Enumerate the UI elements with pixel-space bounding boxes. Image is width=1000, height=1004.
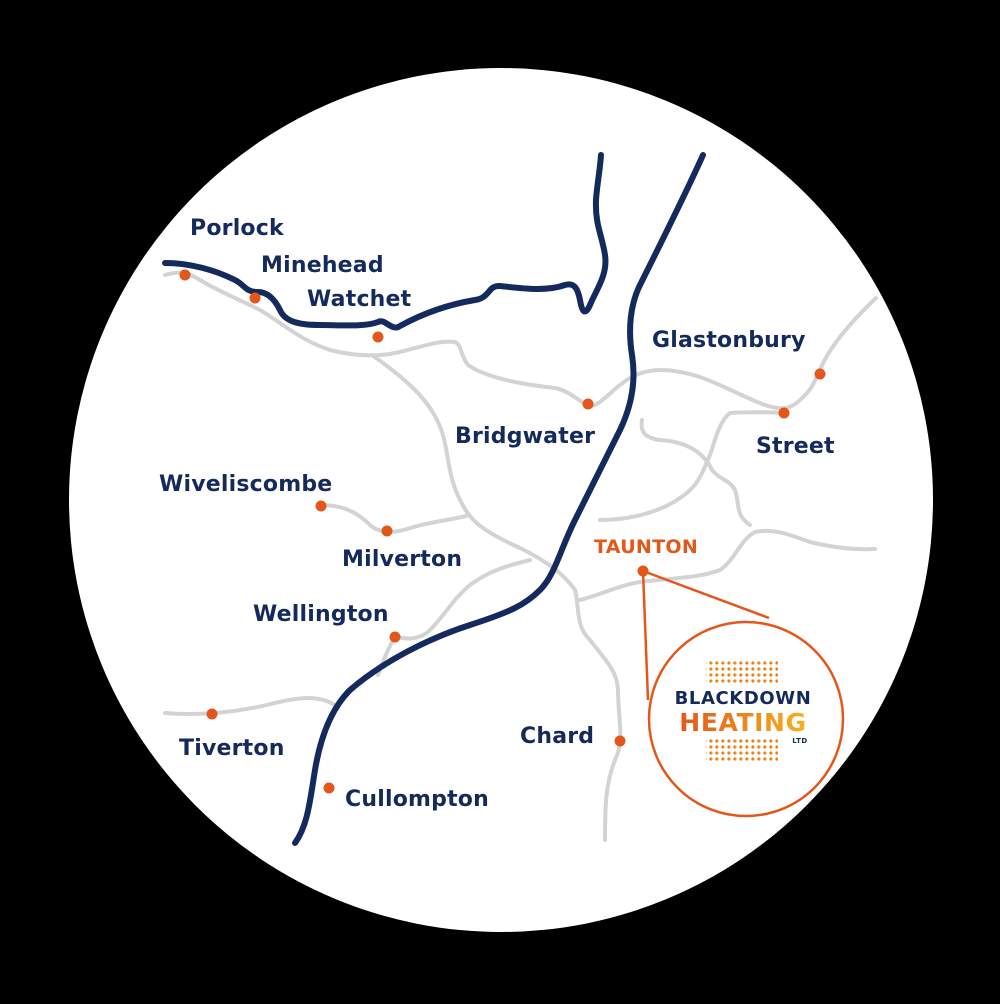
label-tiverton: Tiverton bbox=[179, 736, 285, 761]
dot-milverton[interactable] bbox=[381, 525, 393, 537]
label-milverton: Milverton bbox=[342, 547, 462, 572]
logo-callout-circle bbox=[647, 620, 845, 818]
dot-porlock[interactable] bbox=[179, 269, 191, 281]
dot-cullompton[interactable] bbox=[323, 782, 335, 794]
dot-wellington[interactable] bbox=[389, 631, 401, 643]
label-bridgwater: Bridgwater bbox=[455, 424, 595, 449]
dot-street[interactable] bbox=[778, 407, 790, 419]
label-wiveliscombe: Wiveliscombe bbox=[159, 472, 332, 497]
logo-heating: HEATING bbox=[679, 708, 806, 737]
dot-minehead[interactable] bbox=[249, 292, 261, 304]
label-wellington: Wellington bbox=[253, 602, 389, 627]
logo-blackdown: BLACKDOWN bbox=[675, 688, 812, 709]
town-dots bbox=[179, 269, 826, 794]
label-chard: Chard bbox=[520, 724, 594, 749]
motorway-and-coast bbox=[162, 152, 706, 846]
label-watchet: Watchet bbox=[307, 287, 412, 312]
label-street: Street bbox=[756, 434, 835, 459]
label-porlock: Porlock bbox=[190, 216, 285, 241]
dot-watchet[interactable] bbox=[372, 331, 384, 343]
dot-glastonbury[interactable] bbox=[814, 368, 826, 380]
dot-tiverton[interactable] bbox=[206, 708, 218, 720]
dot-chard[interactable] bbox=[614, 735, 626, 747]
logo-dots-bottom bbox=[706, 737, 778, 761]
logo-dots-top bbox=[706, 660, 778, 684]
taunton-callout bbox=[641, 569, 845, 818]
label-minehead: Minehead bbox=[261, 253, 384, 278]
dot-wiveliscombe[interactable] bbox=[315, 500, 327, 512]
map-circle bbox=[69, 68, 933, 932]
label-taunton: TAUNTON bbox=[594, 536, 698, 558]
town-labels: Porlock Minehead Watchet Glastonbury Bri… bbox=[159, 216, 835, 812]
label-glastonbury: Glastonbury bbox=[652, 328, 806, 353]
label-cullompton: Cullompton bbox=[345, 787, 489, 812]
dot-bridgwater[interactable] bbox=[582, 398, 594, 410]
logo-ltd: LTD bbox=[792, 737, 807, 745]
